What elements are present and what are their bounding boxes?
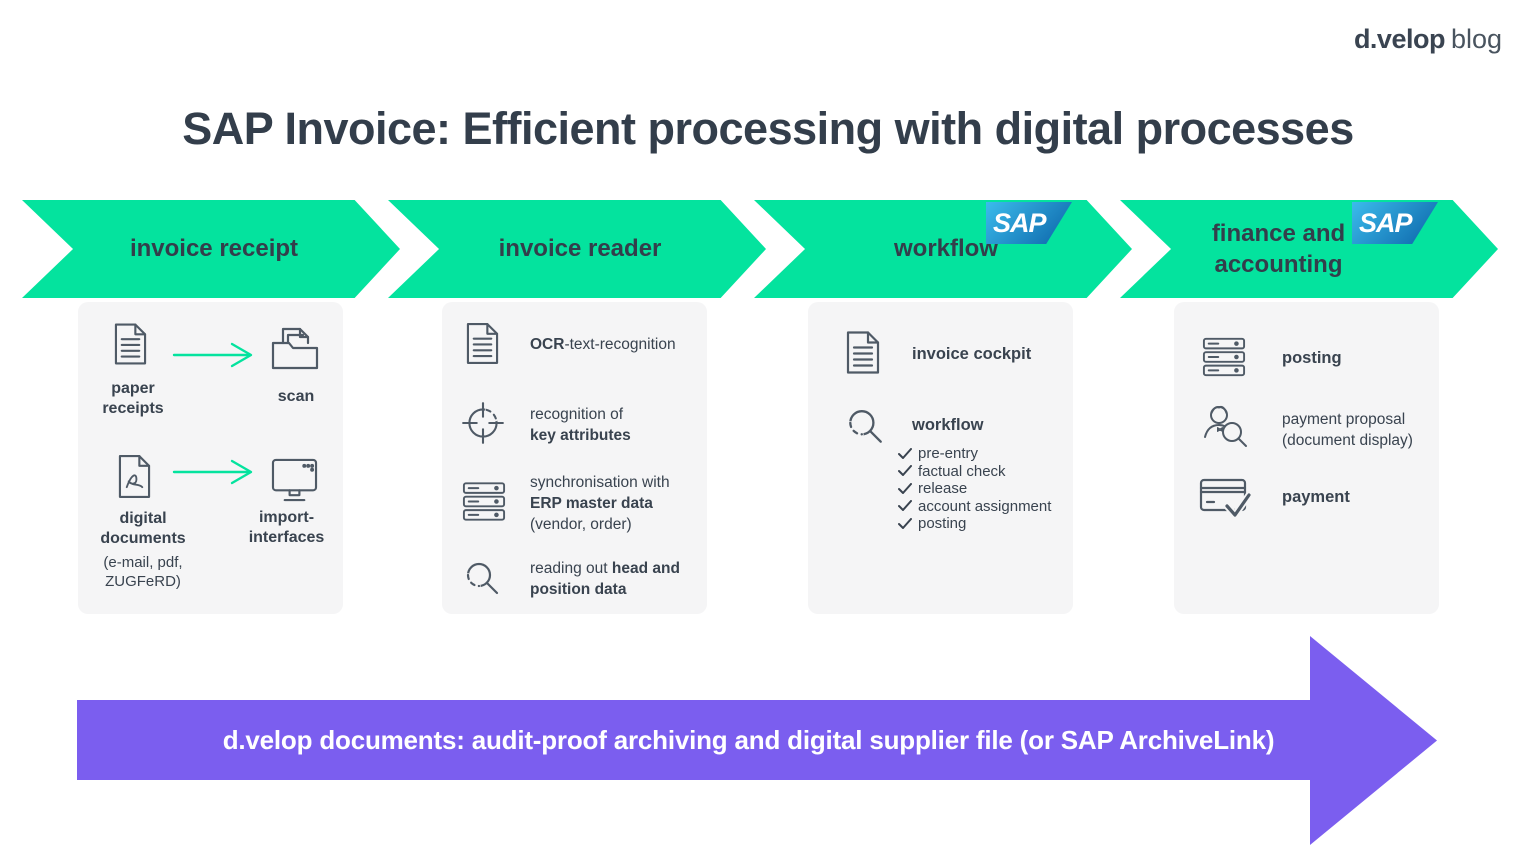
erp-master-data-label: synchronisation with ERP master data (ve…	[530, 474, 670, 533]
checklist-item: posting	[898, 515, 1051, 533]
green-right-arrow-icon	[172, 459, 253, 485]
magnifier-icon	[466, 562, 499, 595]
page-title: SAP Invoice: Efficient processing with d…	[182, 103, 1354, 154]
document-icon	[846, 331, 880, 374]
posting-label: posting	[1282, 349, 1342, 367]
logo-suffix: blog	[1450, 24, 1502, 54]
archiving-banner-text: d.velop documents: audit-proof archiving…	[222, 724, 1275, 755]
panel-invoice-receipt: paper receipts scan digital docu	[78, 302, 343, 614]
stage-arrow-finance-accounting: finance and accounting SAP	[1120, 200, 1498, 298]
crosshair-icon	[462, 402, 504, 444]
archiving-banner: d.velop documents: audit-proof archiving…	[77, 700, 1310, 780]
stage-label: workflow	[893, 235, 998, 263]
checklist-item: release	[898, 480, 1051, 498]
logo-brand: d.velop	[1353, 24, 1446, 54]
check-icon	[898, 482, 912, 494]
payment-proposal-label: payment proposal (document display)	[1282, 411, 1413, 449]
workflow-label: workflow	[912, 416, 984, 434]
check-icon	[898, 465, 912, 477]
pdf-document-icon	[118, 455, 151, 498]
panel-finance-accounting: posting payment proposal (document displ…	[1174, 302, 1439, 614]
stage-label: invoice receipt	[129, 235, 299, 263]
stage-arrow-invoice-receipt: invoice receipt	[22, 200, 400, 298]
checklist-item: pre-entry	[898, 445, 1051, 463]
key-attributes-label: recognition of key attributes	[530, 406, 631, 444]
stage-arrow-invoice-reader: invoice reader	[388, 200, 766, 298]
stage-label: finance and accounting	[1211, 219, 1346, 278]
check-icon	[898, 500, 912, 512]
document-icon	[114, 323, 147, 365]
checklist-item: account assignment	[898, 498, 1051, 516]
document-icon	[466, 323, 499, 364]
person-magnifier-icon	[1204, 405, 1247, 447]
check-icon	[898, 447, 912, 459]
checklist-item: factual check	[898, 463, 1051, 481]
folder-scan-icon	[271, 327, 319, 370]
green-right-arrow-icon	[172, 342, 253, 368]
server-icon	[462, 482, 506, 521]
import-interfaces-label: import- interfaces	[248, 509, 325, 546]
workflow-checklist: pre-entry factual check release account …	[898, 445, 1051, 533]
stage-arrow-workflow: workflow SAP	[754, 200, 1132, 298]
panel-invoice-reader: OCR-text-recognition recognition of key …	[442, 302, 707, 614]
ocr-text-recognition-label: OCR-text-recognition	[530, 336, 676, 353]
digital-documents-label: digital documents (e-mail, pdf, ZUGFeRD)	[100, 510, 186, 590]
server-icon	[1202, 337, 1246, 377]
panel-workflow: invoice cockpit workflow pre-entry factu…	[808, 302, 1073, 614]
invoice-cockpit-label: invoice cockpit	[912, 345, 1032, 363]
scan-label: scan	[277, 388, 315, 405]
monitor-icon	[271, 458, 318, 502]
banner-arrowhead	[1310, 636, 1437, 845]
magnifier-icon	[848, 410, 882, 443]
payment-label: payment	[1282, 488, 1350, 506]
check-icon	[898, 517, 912, 529]
stage-label: invoice reader	[498, 235, 662, 263]
sap-logo: SAP	[1352, 202, 1438, 244]
paper-receipts-label: paper receipts	[102, 380, 164, 417]
head-position-data-label: reading out head and position data	[530, 560, 680, 598]
card-check-icon	[1199, 478, 1251, 519]
